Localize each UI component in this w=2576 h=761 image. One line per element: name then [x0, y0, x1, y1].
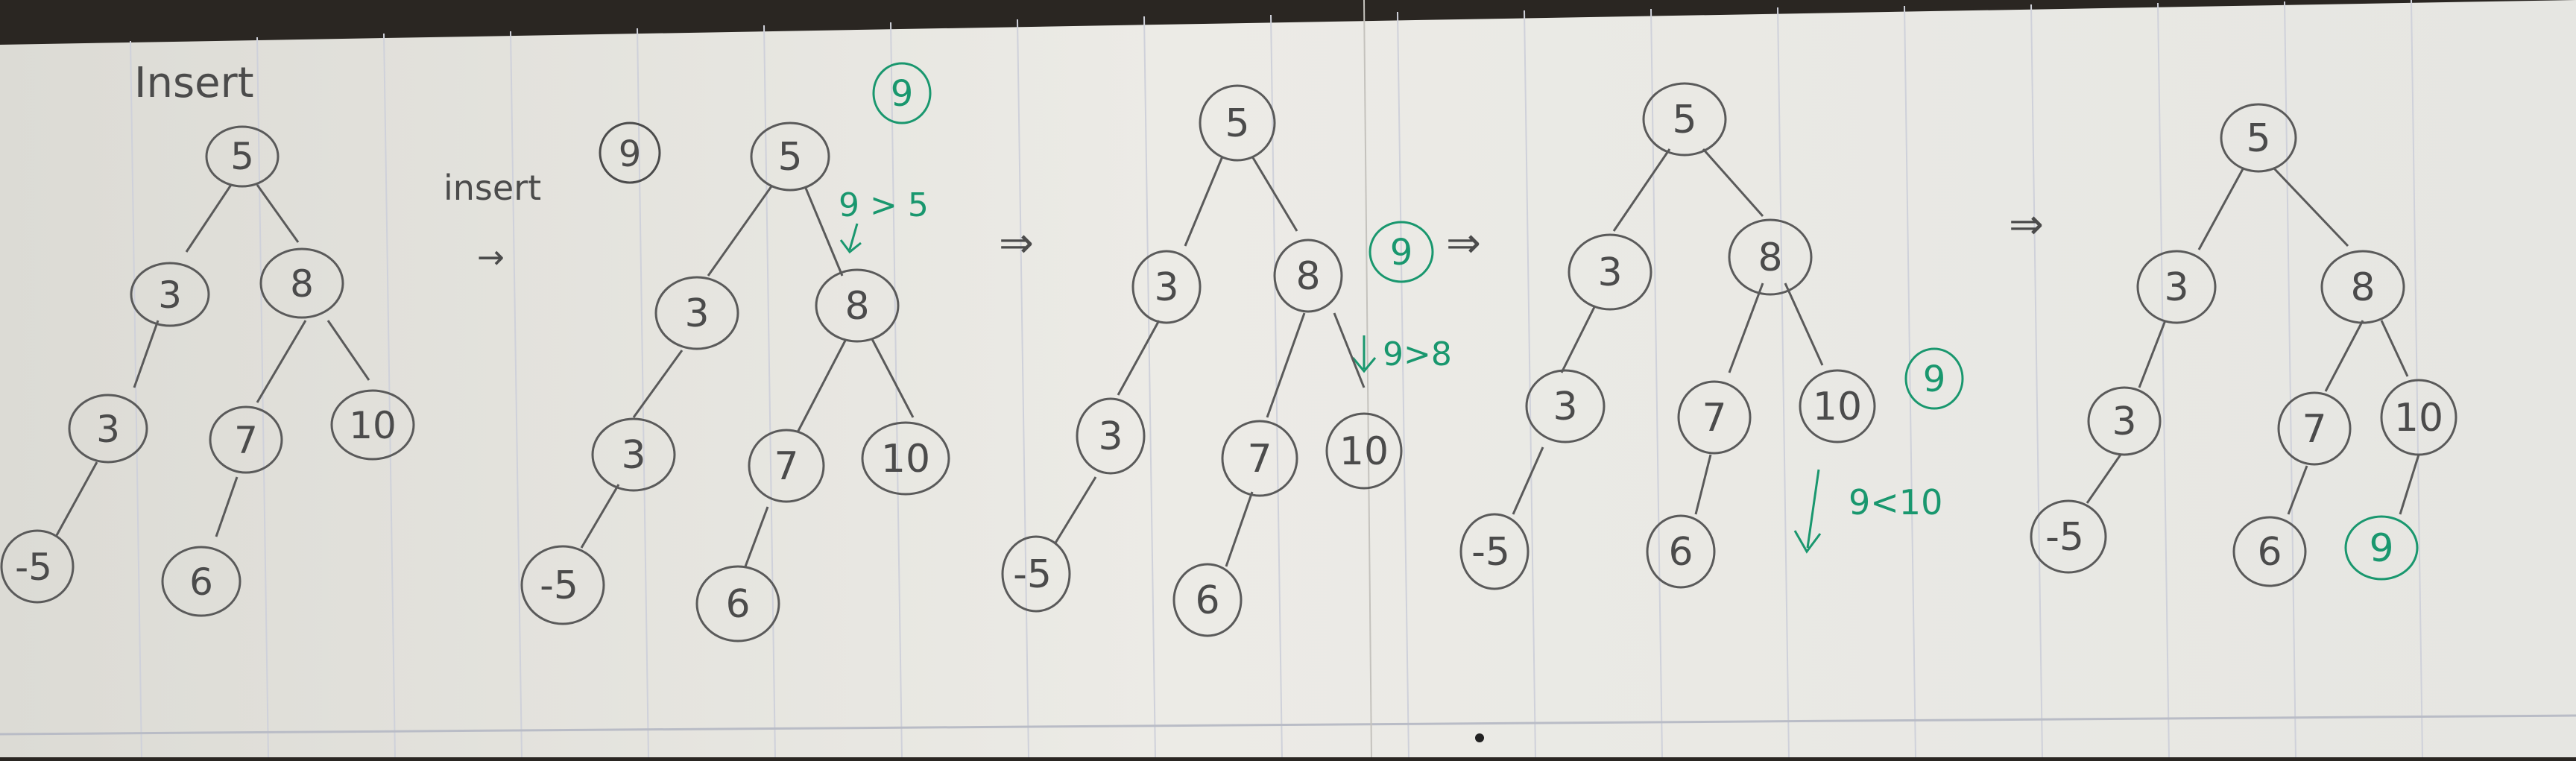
panel-5: 5 3 8 3 7 10 -5 6 9	[2030, 103, 2457, 587]
panel-1-node-circles	[0, 125, 415, 617]
node-label: 5	[777, 135, 802, 180]
panel-3: 9 9>8 5 3 8 3 7 10	[1001, 84, 1452, 637]
node-label: 10	[881, 437, 930, 481]
node-label: 7	[774, 444, 798, 489]
node-label: 6	[1195, 578, 1219, 623]
node-label: 10	[1339, 429, 1389, 474]
step-arrow-icon: ⇒	[999, 219, 1034, 268]
node-label: 3	[158, 274, 182, 317]
panel-4-node-labels: 5 3 8 3 7 10 -5 6	[1471, 98, 1862, 575]
node-label: -5	[1471, 530, 1510, 575]
arrow-down-icon	[1793, 469, 1822, 554]
panel-3-note: 9>8	[1383, 335, 1452, 373]
node-label: 5	[1225, 101, 1249, 146]
node-label: 3	[621, 433, 645, 478]
panel-2-edges	[580, 186, 915, 567]
node-label: 3	[1154, 265, 1178, 310]
node-label: 10	[1813, 385, 1862, 429]
node-label: 3	[1098, 414, 1123, 459]
node-label: 8	[1758, 236, 1782, 280]
panel-4-note: 9<10	[1849, 482, 1942, 522]
node-label: 8	[1295, 254, 1320, 299]
ruled-lines	[130, 0, 2423, 758]
panel-3-node-circles	[1001, 84, 1403, 637]
node-label: 5	[2246, 116, 2270, 161]
node-label: 3	[1553, 385, 1577, 429]
node-label: 7	[1247, 437, 1272, 481]
arrow-down-icon	[839, 223, 862, 254]
node-label: 6	[2257, 530, 2282, 575]
panel-2-new-badge-circle	[872, 62, 932, 124]
node-label: 3	[1597, 250, 1622, 295]
node-label: 8	[2350, 265, 2375, 310]
node-label: 8	[845, 284, 869, 329]
panel-4-badge-circle	[1904, 347, 1964, 410]
panel-3-badge-circle	[1368, 221, 1434, 283]
panel-3-edges	[1053, 156, 1366, 567]
panel-3-badge: 9	[1390, 232, 1413, 274]
node-label: -5	[540, 563, 578, 608]
inserted-node-label: 9	[2369, 526, 2393, 571]
arrow-right-icon: →	[477, 239, 505, 277]
node-label: 6	[189, 561, 213, 604]
panel-5-node-labels: 5 3 8 3 7 10 -5 6	[2045, 116, 2443, 575]
panel-2-node-circles	[520, 121, 950, 642]
panel-3-node-labels: 5 3 8 3 7 10 -5 6	[1013, 101, 1389, 623]
node-label: 6	[1668, 530, 1693, 575]
ink-dot	[1475, 733, 1484, 742]
panel-2-new-value: 9	[619, 133, 642, 175]
panel-2-note: 9 > 5	[839, 186, 929, 224]
node-label: 7	[234, 419, 258, 462]
inserted-node-circle	[2344, 515, 2419, 581]
node-label: -5	[15, 546, 52, 589]
panel-1: Insert 5 3 8 3 7 10 -5	[0, 59, 415, 617]
node-label: 10	[2394, 396, 2443, 441]
panel-2-node-labels: 5 3 8 3 7 10 -5 6	[540, 135, 930, 627]
arrow-down-icon	[1351, 335, 1377, 373]
node-label: -5	[2045, 515, 2084, 560]
node-label: 7	[2302, 407, 2326, 452]
panel-2-new-value-circle	[599, 121, 661, 184]
node-label: 3	[96, 408, 120, 451]
node-label: 6	[725, 582, 750, 627]
node-label: 7	[1702, 396, 1726, 441]
node-label: 5	[230, 135, 254, 178]
panel-4-node-circles	[1459, 82, 1876, 590]
panel-4-edges	[1512, 148, 1824, 515]
step-arrow-icon: ⇒	[1446, 219, 1481, 268]
node-label: 5	[1672, 98, 1696, 142]
panel-4-badge: 9	[1923, 359, 1946, 400]
node-label: 8	[290, 262, 314, 306]
step-arrow-icon: ⇒	[2009, 200, 2044, 249]
panel-5-edges	[2086, 166, 2420, 515]
panel-1-heading: Insert	[134, 59, 254, 107]
node-label: 3	[684, 291, 709, 336]
node-label: 10	[349, 404, 397, 447]
node-label: 3	[2112, 400, 2136, 444]
bottom-rule	[0, 714, 2576, 736]
node-label: -5	[1013, 552, 1052, 597]
panel-2-insert-label: insert	[443, 168, 541, 208]
panel-5-node-circles	[2030, 103, 2457, 587]
panel-2-new-badge: 9	[891, 73, 914, 115]
node-label: 3	[2164, 265, 2188, 310]
panel-1-edges	[54, 184, 370, 537]
page-fold	[1363, 0, 1372, 758]
panel-2: insert 9 → 9 9 > 5 5 3	[443, 62, 950, 642]
panel-4: 9 9<10 5 3 8 3 7 10	[1459, 82, 1964, 590]
panel-1-node-labels: 5 3 8 3 7 10 -5 6	[15, 135, 397, 604]
